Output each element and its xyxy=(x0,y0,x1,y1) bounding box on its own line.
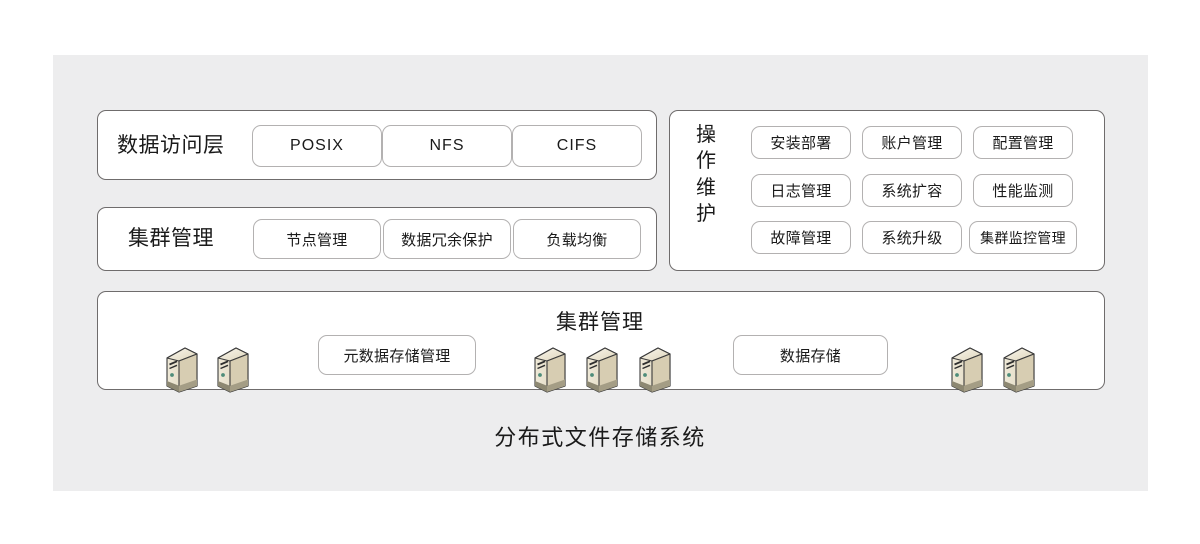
pill-install-deploy[interactable]: 安装部署 xyxy=(751,126,851,159)
pill-nfs[interactable]: NFS xyxy=(382,125,512,167)
server-icon xyxy=(214,345,252,393)
pill-load-balancing[interactable]: 负载均衡 xyxy=(513,219,641,259)
server-icon xyxy=(1000,345,1038,393)
pill-account-management[interactable]: 账户管理 xyxy=(862,126,962,159)
data-access-layer-label: 数据访问层 xyxy=(117,134,225,157)
ops-label-char-1: 操 xyxy=(696,124,716,146)
pill-data-redundancy-protection[interactable]: 数据冗余保护 xyxy=(383,219,511,259)
pill-system-upgrade[interactable]: 系统升级 xyxy=(862,221,962,254)
pill-system-expansion[interactable]: 系统扩容 xyxy=(862,174,962,207)
server-icon xyxy=(636,345,674,393)
cluster-management-label: 集群管理 xyxy=(128,227,214,250)
pill-log-management[interactable]: 日志管理 xyxy=(751,174,851,207)
server-icon xyxy=(583,345,621,393)
server-icon xyxy=(163,345,201,393)
pill-cluster-monitoring-management[interactable]: 集群监控管理 xyxy=(969,221,1077,254)
ops-label-char-3: 维 xyxy=(696,176,716,199)
storage-panel-title: 集群管理 xyxy=(556,311,644,334)
pill-node-management[interactable]: 节点管理 xyxy=(253,219,381,259)
ops-label-char-2: 作 xyxy=(696,150,716,173)
pill-fault-management[interactable]: 故障管理 xyxy=(751,221,851,254)
pill-performance-monitoring[interactable]: 性能监测 xyxy=(973,174,1073,207)
operations-maintenance-label: 操 作 维 护 xyxy=(691,122,721,228)
pill-posix[interactable]: POSIX xyxy=(252,125,382,167)
pill-data-storage[interactable]: 数据存储 xyxy=(733,335,888,375)
pill-metadata-storage-management[interactable]: 元数据存储管理 xyxy=(318,335,476,375)
server-icon xyxy=(531,345,569,393)
ops-label-char-4: 护 xyxy=(696,203,716,226)
diagram-caption: 分布式文件存储系统 xyxy=(494,425,706,450)
pill-configuration-management[interactable]: 配置管理 xyxy=(973,126,1073,159)
server-icon xyxy=(948,345,986,393)
pill-cifs[interactable]: CIFS xyxy=(512,125,642,167)
